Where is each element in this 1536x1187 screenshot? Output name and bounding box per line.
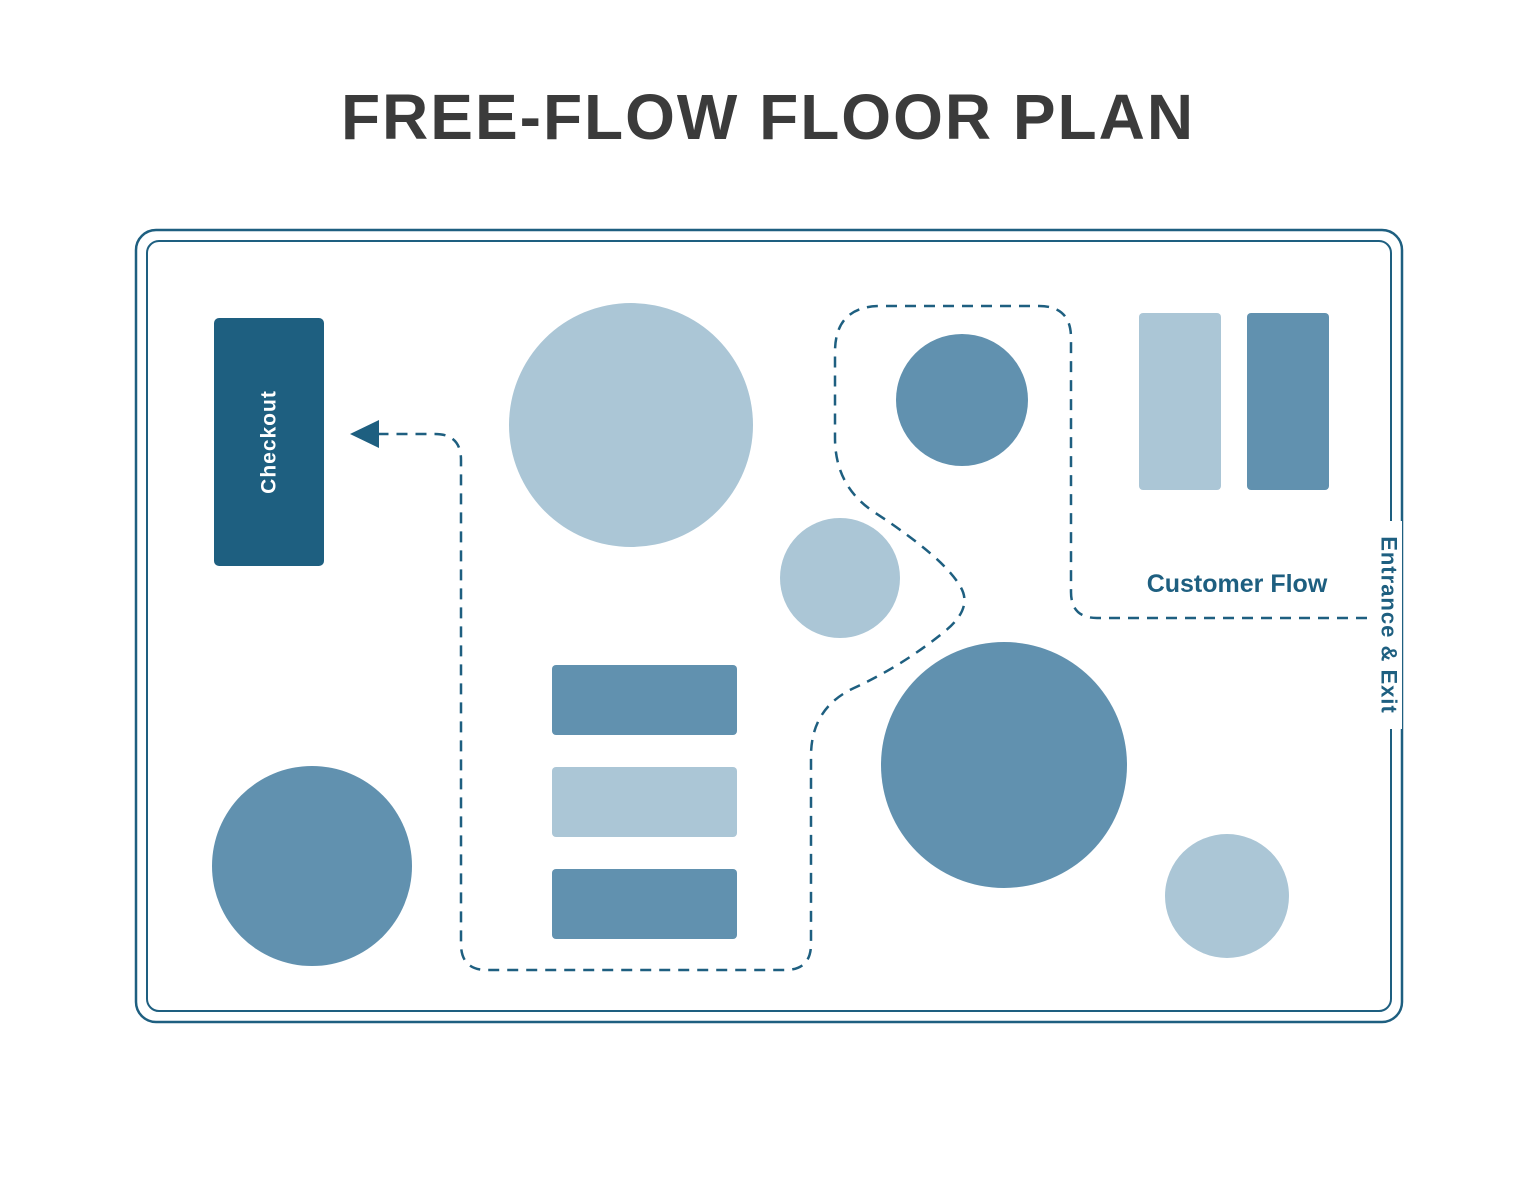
round-display-large-right: [881, 642, 1127, 888]
round-display-bottom-right: [1165, 834, 1289, 958]
customer-flow-label: Customer Flow: [1147, 570, 1328, 598]
floor-plan-diagram: Checkout Customer Flow Entrance & Exit: [134, 228, 1404, 1024]
entrance-exit-label: Entrance & Exit: [1377, 536, 1402, 714]
wall-shelf-dark: [1247, 313, 1329, 490]
shelf-row-3: [552, 869, 737, 939]
shelf-row-2: [552, 767, 737, 837]
checkout-counter: [214, 318, 324, 566]
flow-arrow-icon: [350, 420, 379, 448]
round-display-large-top: [509, 303, 753, 547]
shelf-row-1: [552, 665, 737, 735]
round-display-small-center: [780, 518, 900, 638]
customer-flow-path: [379, 304, 1367, 972]
checkout-label: Checkout: [258, 390, 281, 494]
round-display-bottom-left: [212, 766, 412, 966]
round-display-upper-right: [896, 334, 1028, 466]
page-title: FREE-FLOW FLOOR PLAN: [340, 81, 1196, 153]
wall-shelf-light: [1139, 313, 1221, 490]
entrance-wall-gap: [1376, 521, 1402, 729]
